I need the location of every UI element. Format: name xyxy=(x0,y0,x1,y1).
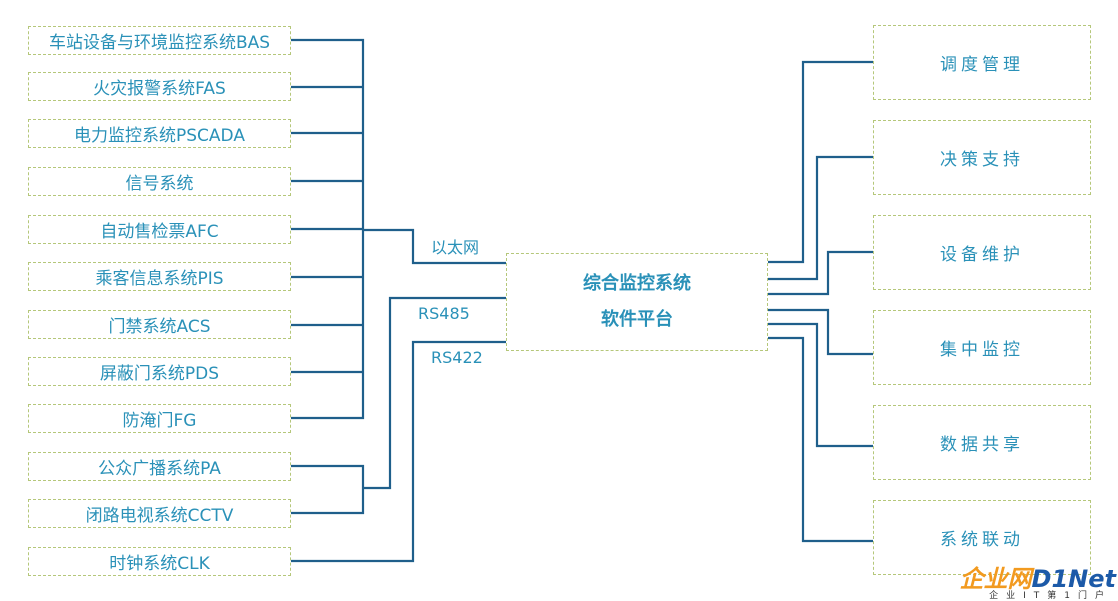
function-label: 数据共享 xyxy=(940,435,1024,455)
platform-title-line1: 综合监控系统 xyxy=(583,273,691,294)
system-box-afc: 自动售检票AFC xyxy=(28,215,291,244)
function-box-linkage: 系统联动 xyxy=(873,500,1091,575)
function-box-datashare: 数据共享 xyxy=(873,405,1091,480)
system-label: 车站设备与环境监控系统BAS xyxy=(48,33,271,53)
ethernet-label: 以太网 xyxy=(431,238,480,257)
link-datashare xyxy=(768,322,873,448)
system-label: 闭路电视系统CCTV xyxy=(85,506,234,526)
function-box-decision: 决策支持 xyxy=(873,120,1091,195)
system-box-bas: 车站设备与环境监控系统BAS xyxy=(28,26,291,55)
rs485-bus xyxy=(291,464,365,515)
function-box-monitoring: 集中监控 xyxy=(873,310,1091,385)
system-label: 火灾报警系统FAS xyxy=(93,79,226,99)
system-box-pscada: 电力监控系统PSCADA xyxy=(28,119,291,148)
function-box-maintenance: 设备维护 xyxy=(873,215,1091,290)
rs422-link xyxy=(291,340,506,563)
logo-en-text: D1Net xyxy=(1031,565,1116,593)
system-box-fas: 火灾报警系统FAS xyxy=(28,72,291,101)
platform-title-line2: 软件平台 xyxy=(601,309,673,330)
function-label: 决策支持 xyxy=(940,150,1024,170)
rs422-label: RS422 xyxy=(431,348,483,367)
link-dispatch xyxy=(768,60,873,264)
rs485-link xyxy=(363,296,506,490)
system-box-pa: 公众广播系统PA xyxy=(28,452,291,481)
system-label: 公众广播系统PA xyxy=(98,459,221,479)
function-label: 集中监控 xyxy=(940,340,1024,360)
logo-tagline: 企业IT第1门户 xyxy=(989,591,1112,601)
system-box-pds: 屏蔽门系统PDS xyxy=(28,357,291,386)
link-linkage xyxy=(768,336,873,543)
system-box-clk: 时钟系统CLK xyxy=(28,547,291,576)
system-box-pis: 乘客信息系统PIS xyxy=(28,262,291,291)
system-label: 时钟系统CLK xyxy=(109,554,210,574)
system-label: 门禁系统ACS xyxy=(108,317,211,337)
system-label: 屏蔽门系统PDS xyxy=(99,364,220,384)
system-box-cctv: 闭路电视系统CCTV xyxy=(28,499,291,528)
logo-cn-text: 企业网 xyxy=(959,565,1032,593)
function-label: 调度管理 xyxy=(940,55,1024,75)
system-box-acs: 门禁系统ACS xyxy=(28,310,291,339)
system-label: 信号系统 xyxy=(125,174,194,194)
system-label: 乘客信息系统PIS xyxy=(95,269,224,289)
function-label: 系统联动 xyxy=(940,530,1024,550)
ethernet-link xyxy=(363,228,506,265)
function-label: 设备维护 xyxy=(940,245,1024,265)
system-label: 电力监控系统PSCADA xyxy=(74,126,245,146)
system-box-fg: 防淹门FG xyxy=(28,404,291,433)
integrated-monitoring-platform: 综合监控系统 软件平台 xyxy=(506,253,768,351)
d1net-logo: 企业网D1Net 企业IT第1门户 xyxy=(946,559,1116,601)
function-box-dispatch: 调度管理 xyxy=(873,25,1091,100)
link-decision xyxy=(768,155,873,281)
logo-wordmark: 企业网D1Net xyxy=(960,559,1116,594)
system-label: 自动售检票AFC xyxy=(100,222,219,242)
system-box-signal: 信号系统 xyxy=(28,167,291,196)
system-label: 防淹门FG xyxy=(122,411,197,431)
link-monitoring xyxy=(768,308,873,356)
rs485-label: RS485 xyxy=(418,304,470,323)
link-maintenance xyxy=(768,250,873,296)
